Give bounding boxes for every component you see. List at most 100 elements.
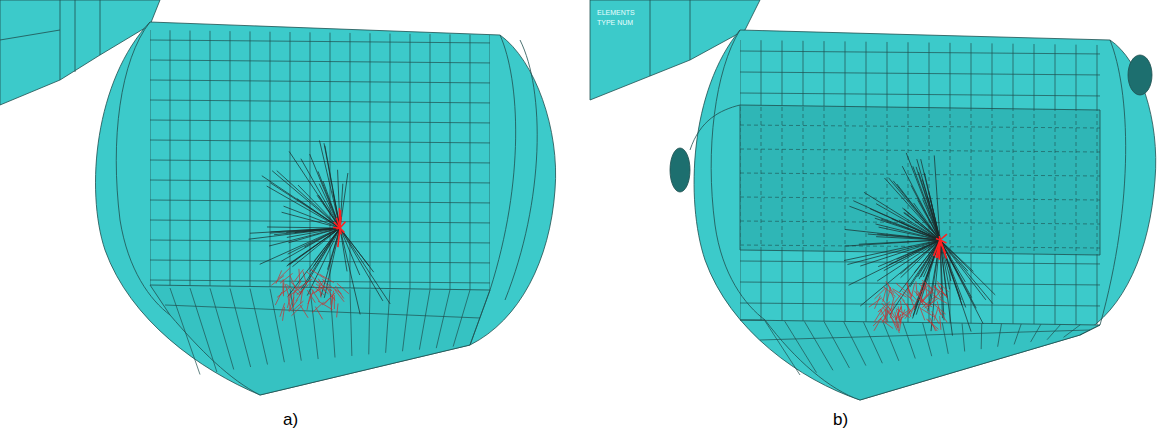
mesh-line bbox=[761, 100, 762, 260]
mesh-line bbox=[845, 240, 846, 330]
load-arrows bbox=[844, 153, 995, 336]
mesh-line bbox=[740, 240, 741, 330]
mesh-line bbox=[419, 290, 430, 350]
mesh-line bbox=[908, 30, 909, 120]
mesh-line bbox=[150, 120, 495, 123]
mesh-line bbox=[934, 307, 938, 321]
mesh-line bbox=[919, 284, 932, 294]
mesh-line bbox=[874, 309, 882, 322]
mesh-line bbox=[293, 293, 294, 307]
mesh-line bbox=[150, 260, 495, 263]
mesh-line bbox=[889, 240, 940, 265]
mesh-info-text: TYPE NUM bbox=[597, 19, 633, 26]
panel-label: a) bbox=[283, 410, 298, 430]
mesh-line bbox=[296, 288, 304, 300]
mesh-line bbox=[853, 201, 940, 240]
mesh-line bbox=[740, 30, 741, 120]
mesh-line bbox=[873, 315, 884, 326]
mesh-line bbox=[1097, 100, 1098, 260]
mesh-grid bbox=[740, 30, 1105, 120]
load-arrows bbox=[249, 140, 391, 320]
mesh-line bbox=[1014, 324, 1021, 344]
mesh-line bbox=[740, 125, 1100, 128]
mesh-line bbox=[782, 240, 783, 330]
mesh-line bbox=[869, 298, 882, 308]
mesh-grid bbox=[165, 288, 490, 375]
mesh-line bbox=[334, 295, 335, 309]
mesh-line bbox=[939, 236, 941, 240]
mesh-line bbox=[824, 322, 849, 368]
mesh-line bbox=[1076, 100, 1077, 260]
mesh-line bbox=[896, 307, 902, 320]
mesh-line bbox=[992, 240, 993, 330]
mesh-line bbox=[920, 282, 923, 296]
mesh-line bbox=[1055, 100, 1056, 260]
mesh-line bbox=[230, 288, 251, 367]
mesh-line bbox=[272, 171, 340, 228]
mesh-line bbox=[1055, 240, 1056, 330]
mesh-line bbox=[992, 30, 993, 120]
mesh-line bbox=[1013, 240, 1014, 330]
mesh-line bbox=[322, 279, 331, 291]
mesh-line bbox=[845, 30, 846, 120]
mesh-line bbox=[300, 305, 308, 318]
mesh-line bbox=[1047, 325, 1061, 340]
mesh-line bbox=[280, 273, 293, 283]
mesh-line bbox=[878, 240, 940, 267]
mesh-line bbox=[275, 292, 281, 305]
mesh-line bbox=[920, 296, 929, 308]
mesh-line bbox=[895, 307, 901, 320]
mesh-line bbox=[1055, 30, 1056, 120]
mesh-line bbox=[740, 100, 741, 260]
mesh-line bbox=[803, 30, 804, 120]
mesh-line bbox=[450, 20, 451, 300]
mesh-line bbox=[824, 30, 825, 120]
mesh-line bbox=[310, 289, 318, 359]
mesh-line bbox=[290, 20, 291, 300]
mesh-line bbox=[760, 330, 1090, 340]
mesh-line bbox=[940, 240, 961, 300]
mesh-line bbox=[886, 281, 894, 294]
mesh-line bbox=[931, 291, 939, 303]
mesh-line bbox=[277, 171, 340, 228]
mesh-line bbox=[940, 240, 995, 295]
hollow-shaft bbox=[590, 0, 1156, 400]
mesh-line bbox=[918, 291, 923, 304]
mesh-line bbox=[340, 228, 360, 314]
mesh-line bbox=[335, 286, 343, 298]
mesh-line bbox=[150, 100, 495, 103]
mesh-line bbox=[315, 307, 322, 320]
panel-label: b) bbox=[833, 410, 848, 430]
mesh-line bbox=[350, 289, 352, 356]
mesh-line bbox=[901, 240, 940, 278]
mesh-line bbox=[1013, 30, 1014, 120]
mesh-grid bbox=[760, 321, 1100, 375]
mesh-line bbox=[866, 30, 867, 120]
mesh-line bbox=[761, 30, 762, 120]
mesh-line bbox=[900, 240, 940, 274]
mesh-line bbox=[291, 305, 302, 316]
mesh-line bbox=[940, 240, 973, 272]
mesh-line bbox=[294, 269, 303, 281]
mesh-line bbox=[765, 321, 800, 375]
mesh-line bbox=[940, 240, 959, 276]
mesh-line bbox=[916, 167, 940, 240]
mesh-line bbox=[936, 240, 940, 258]
mesh-line bbox=[340, 173, 348, 228]
mesh-line bbox=[210, 20, 211, 300]
mesh-line bbox=[1031, 324, 1041, 342]
mesh-line bbox=[940, 234, 947, 240]
mesh-line bbox=[908, 100, 909, 260]
mesh-line bbox=[918, 200, 940, 240]
mesh-line bbox=[290, 289, 301, 361]
mesh-line bbox=[887, 30, 888, 120]
mesh-line bbox=[740, 30, 1105, 33]
mesh-grid bbox=[150, 20, 495, 303]
mesh-grid bbox=[740, 100, 1100, 260]
mesh-line bbox=[267, 227, 340, 228]
mesh-line bbox=[962, 323, 965, 351]
mesh-line bbox=[933, 304, 945, 314]
mesh-line bbox=[939, 286, 948, 298]
